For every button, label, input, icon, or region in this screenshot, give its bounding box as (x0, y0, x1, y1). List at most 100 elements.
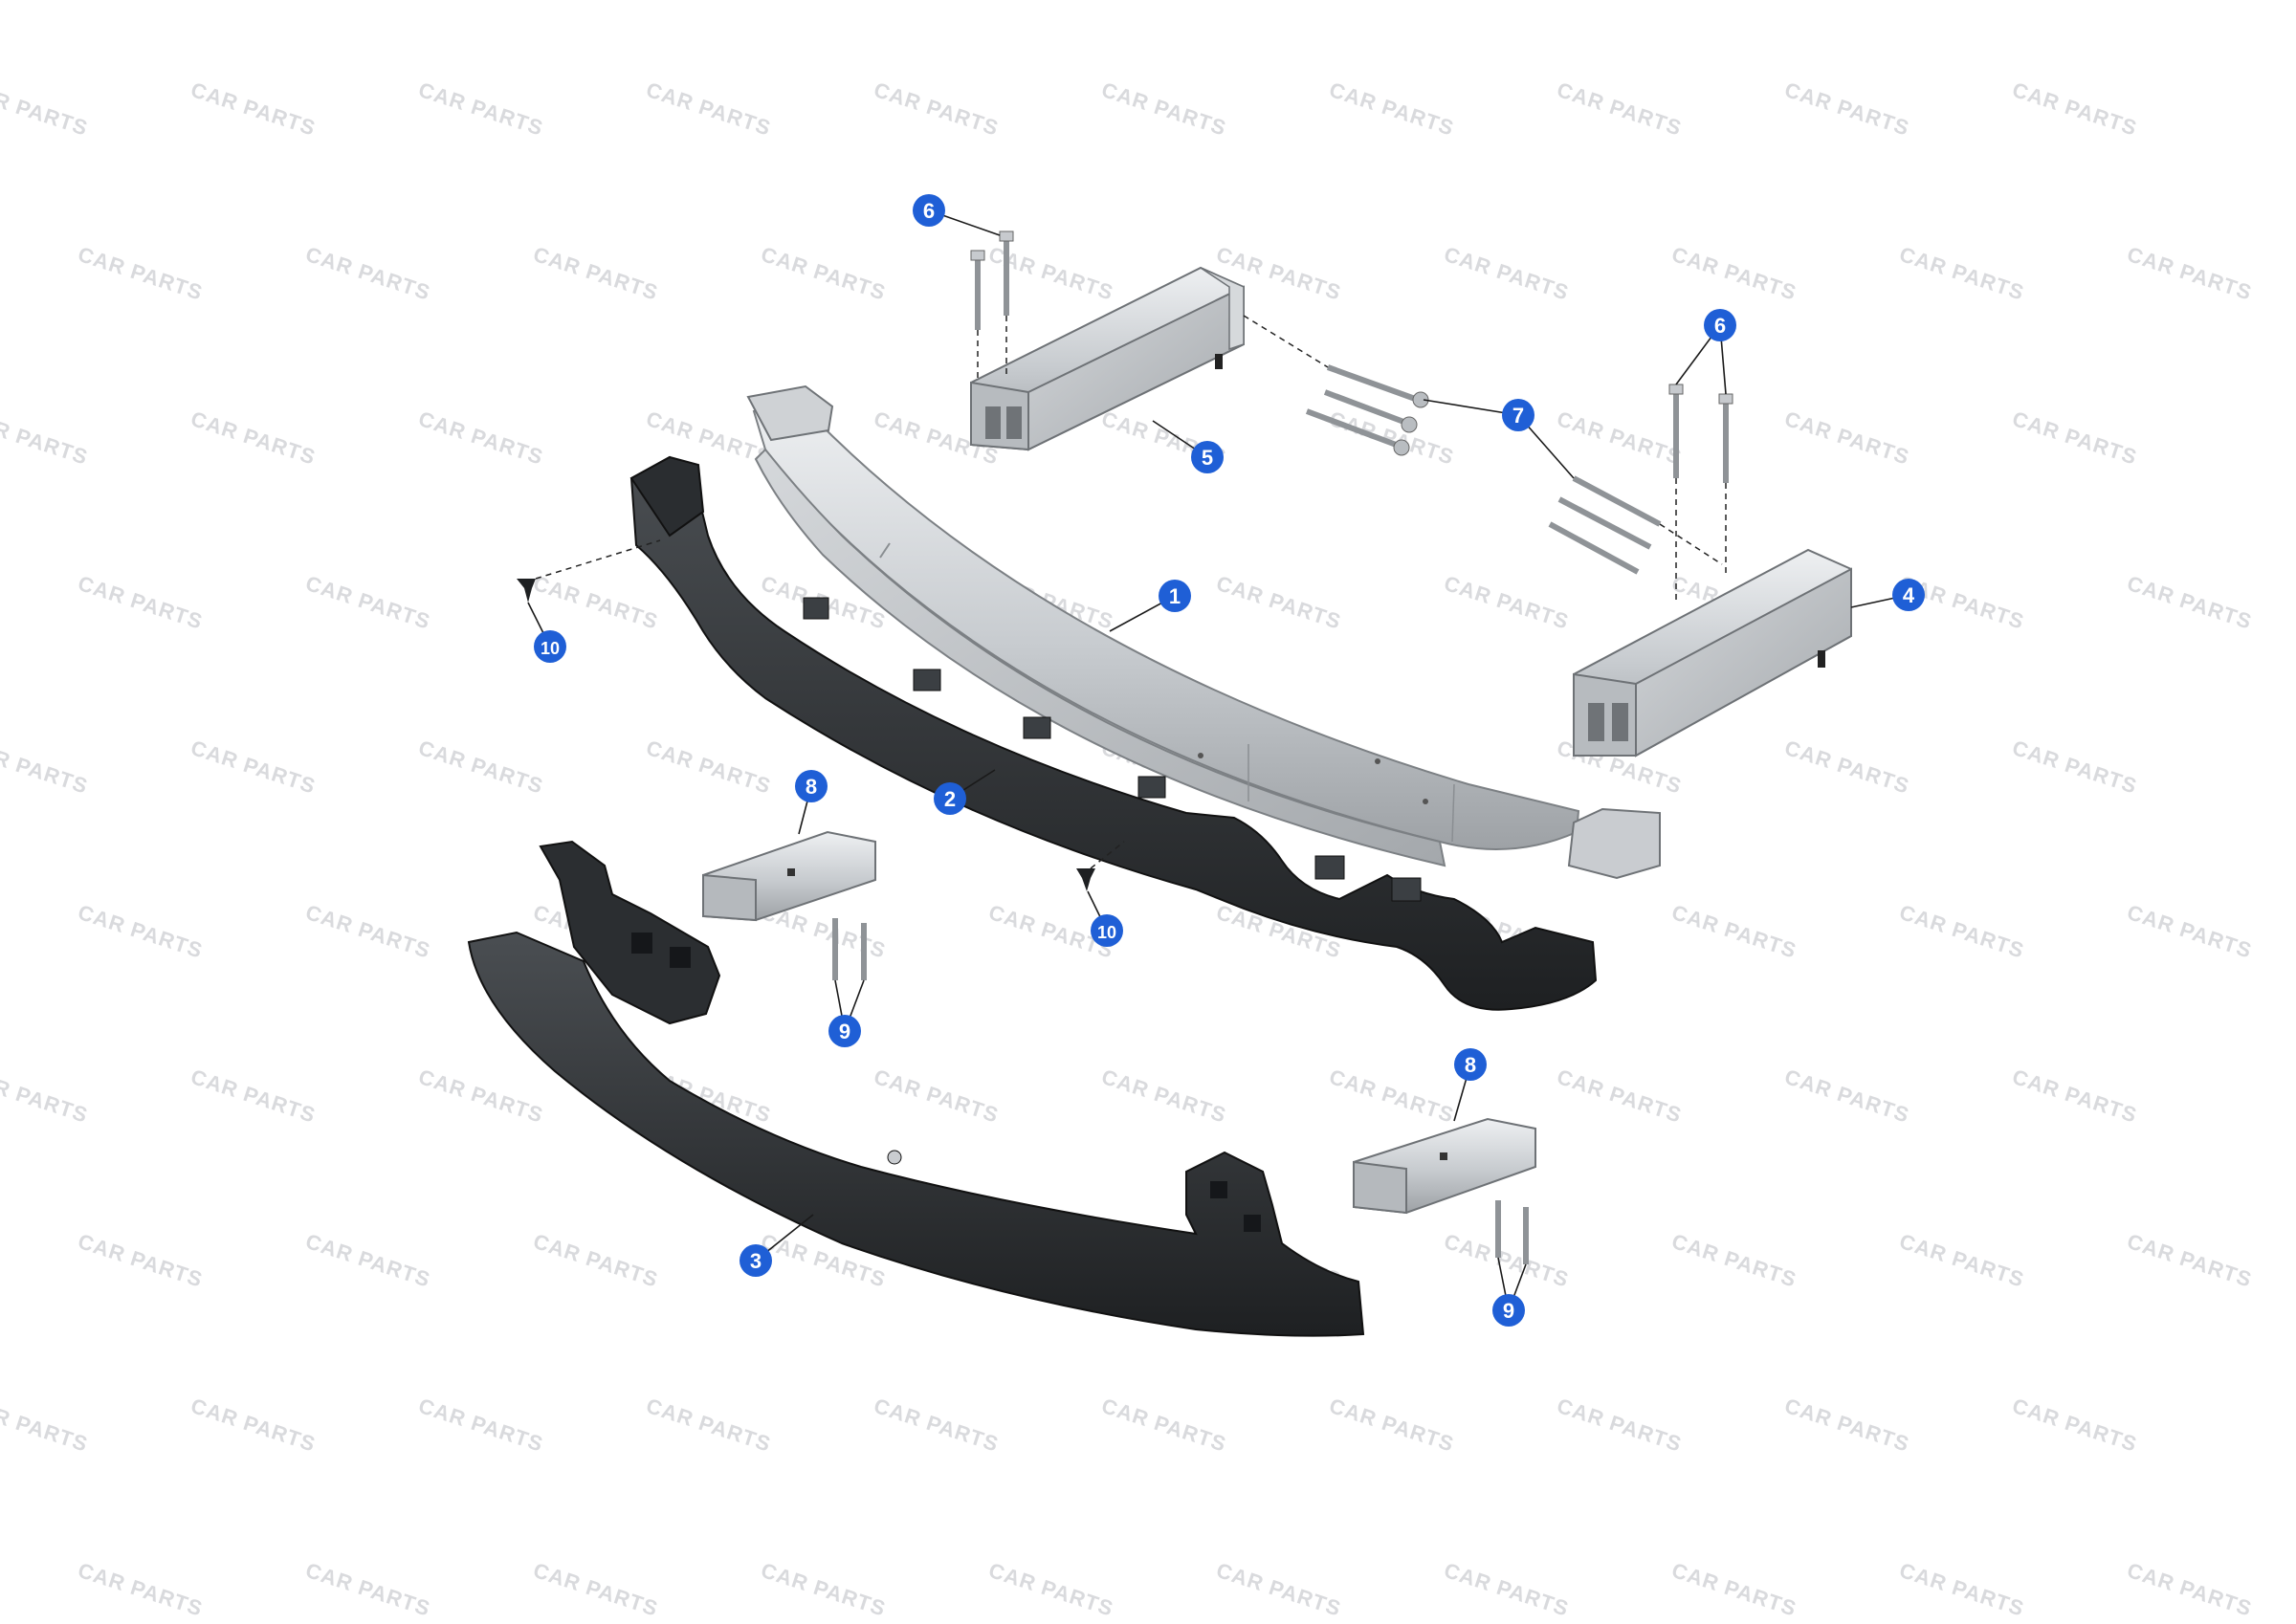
watermark-text: CAR PARTS (1781, 735, 1912, 799)
svg-text:9: 9 (839, 1020, 850, 1043)
watermark-text: CAR PARTS (530, 1229, 661, 1292)
watermark-text: CAR PARTS (1441, 571, 1572, 634)
svg-text:6: 6 (1714, 314, 1726, 338)
callout-4: 4 (1892, 579, 1925, 611)
svg-text:1: 1 (1169, 584, 1181, 608)
watermark-text: CAR PARTS (188, 77, 319, 141)
crash-box-upper (970, 266, 1245, 451)
watermark-text: CAR PARTS (1441, 1229, 1572, 1292)
callout-9-right: 9 (1492, 1294, 1525, 1327)
watermark-text: CAR PARTS (1896, 1558, 2027, 1621)
watermark-text: CAR PARTS (1213, 571, 1344, 634)
watermark-text: CAR PARTS (643, 77, 774, 141)
watermark-text: CAR PARTS (75, 1229, 206, 1292)
watermark-text: CAR PARTS (188, 1394, 319, 1457)
watermark-text: CAR PARTS (415, 406, 546, 470)
watermark-text: CAR PARTS (1213, 1558, 1344, 1621)
watermark-text: CAR PARTS (985, 1558, 1116, 1621)
watermark-text: CAR PARTS (2009, 1064, 2140, 1128)
bolts-9-right (1495, 1200, 1529, 1264)
watermark-text: CAR PARTS (0, 1064, 91, 1128)
crash-box-lower (1573, 548, 1852, 757)
watermark-text: CAR PARTS (2124, 1229, 2255, 1292)
watermark-text: CAR PARTS (1896, 1229, 2027, 1292)
assembly-lines (535, 315, 1727, 869)
svg-text:5: 5 (1202, 446, 1213, 470)
bolts-7 (1305, 364, 1662, 575)
watermark-text: CAR PARTS (2124, 900, 2255, 963)
watermark-text: CAR PARTS (1098, 1064, 1229, 1128)
watermark-text: CAR PARTS (302, 242, 433, 305)
watermark-text: CAR PARTS (2009, 77, 2140, 141)
watermark-text: CAR PARTS (1668, 1229, 1799, 1292)
watermark-text: CAR PARTS (1326, 1064, 1457, 1128)
bolts-6-left (970, 230, 1014, 330)
watermark-text: CAR PARTS (1896, 900, 2027, 963)
callout-5: 5 (1191, 441, 1224, 473)
svg-text:10: 10 (1097, 923, 1116, 942)
svg-text:8: 8 (1465, 1053, 1476, 1077)
watermark-text: CAR PARTS (302, 1229, 433, 1292)
watermark-text: CAR PARTS (1668, 1558, 1799, 1621)
watermark-text: CAR PARTS (1326, 77, 1457, 141)
spacer-block-right (1353, 1117, 1536, 1215)
watermark-text: CAR PARTS (1896, 242, 2027, 305)
watermark-text: CAR PARTS (302, 571, 433, 634)
callout-9-left: 9 (828, 1015, 861, 1047)
watermark-text: CAR PARTS (1098, 1394, 1229, 1457)
watermark-text: CAR PARTS (643, 1394, 774, 1457)
watermark-text: CAR PARTS (0, 735, 91, 799)
watermark-text: CAR PARTS (1554, 406, 1685, 470)
bolts-9-left (832, 918, 867, 980)
watermark-text: CAR PARTS (75, 242, 206, 305)
watermark-text: CAR PARTS (1781, 1394, 1912, 1457)
watermark-text: CAR PARTS (0, 1394, 91, 1457)
watermark-text: CAR PARTS (2009, 1394, 2140, 1457)
svg-text:4: 4 (1903, 583, 1915, 607)
svg-text:6: 6 (923, 199, 935, 223)
callout-10-right: 10 (1091, 914, 1123, 947)
watermark-text: CAR PARTS (2009, 735, 2140, 799)
watermark-text: CAR PARTS (758, 1558, 889, 1621)
watermark-text: CAR PARTS (1326, 1394, 1457, 1457)
watermark-text: CAR PARTS (1668, 242, 1799, 305)
callout-8-right: 8 (1454, 1048, 1487, 1081)
watermark-text: CAR PARTS (1441, 242, 1572, 305)
callout-7: 7 (1502, 399, 1534, 431)
watermark-text: CAR PARTS (871, 77, 1002, 141)
watermark-text: CAR PARTS (871, 1394, 1002, 1457)
watermark-text: CAR PARTS (2124, 242, 2255, 305)
bumper-beam (746, 384, 1661, 880)
watermark-text: CAR PARTS (188, 1064, 319, 1128)
energy-absorber (629, 455, 1598, 1011)
svg-text:7: 7 (1512, 404, 1524, 428)
watermark-text: CAR PARTS (188, 406, 319, 470)
watermark-text: CAR PARTS (2124, 571, 2255, 634)
callout-8-left: 8 (795, 770, 828, 802)
callout-2: 2 (934, 782, 966, 815)
watermark-text: CAR PARTS (0, 77, 91, 141)
callout-3: 3 (740, 1244, 772, 1277)
watermark-text: CAR PARTS (530, 571, 661, 634)
svg-text:8: 8 (806, 775, 817, 799)
watermark-text: CAR PARTS (643, 735, 774, 799)
watermark-text: CAR PARTS (758, 242, 889, 305)
spacer-block-left (702, 830, 876, 922)
watermark-text: CAR PARTS (1441, 1558, 1572, 1621)
watermark-text: CAR PARTS (1668, 900, 1799, 963)
watermark-text: CAR PARTS (415, 1394, 546, 1457)
bolts-6-right (1668, 384, 1733, 483)
lower-support (467, 840, 1365, 1337)
watermark-text: CAR PARTS (75, 900, 206, 963)
watermark-text: CAR PARTS (188, 735, 319, 799)
callout-6-right: 6 (1704, 309, 1736, 341)
callout-10-left: 10 (534, 630, 566, 663)
watermark-text: CAR PARTS (530, 1558, 661, 1621)
watermark-text: CAR PARTS (1554, 1064, 1685, 1128)
watermark-text: CAR PARTS (75, 571, 206, 634)
watermark-text: CAR PARTS (415, 735, 546, 799)
svg-text:3: 3 (750, 1249, 762, 1273)
watermark-text: CAR PARTS (530, 242, 661, 305)
watermark-text: CAR PARTS (415, 77, 546, 141)
